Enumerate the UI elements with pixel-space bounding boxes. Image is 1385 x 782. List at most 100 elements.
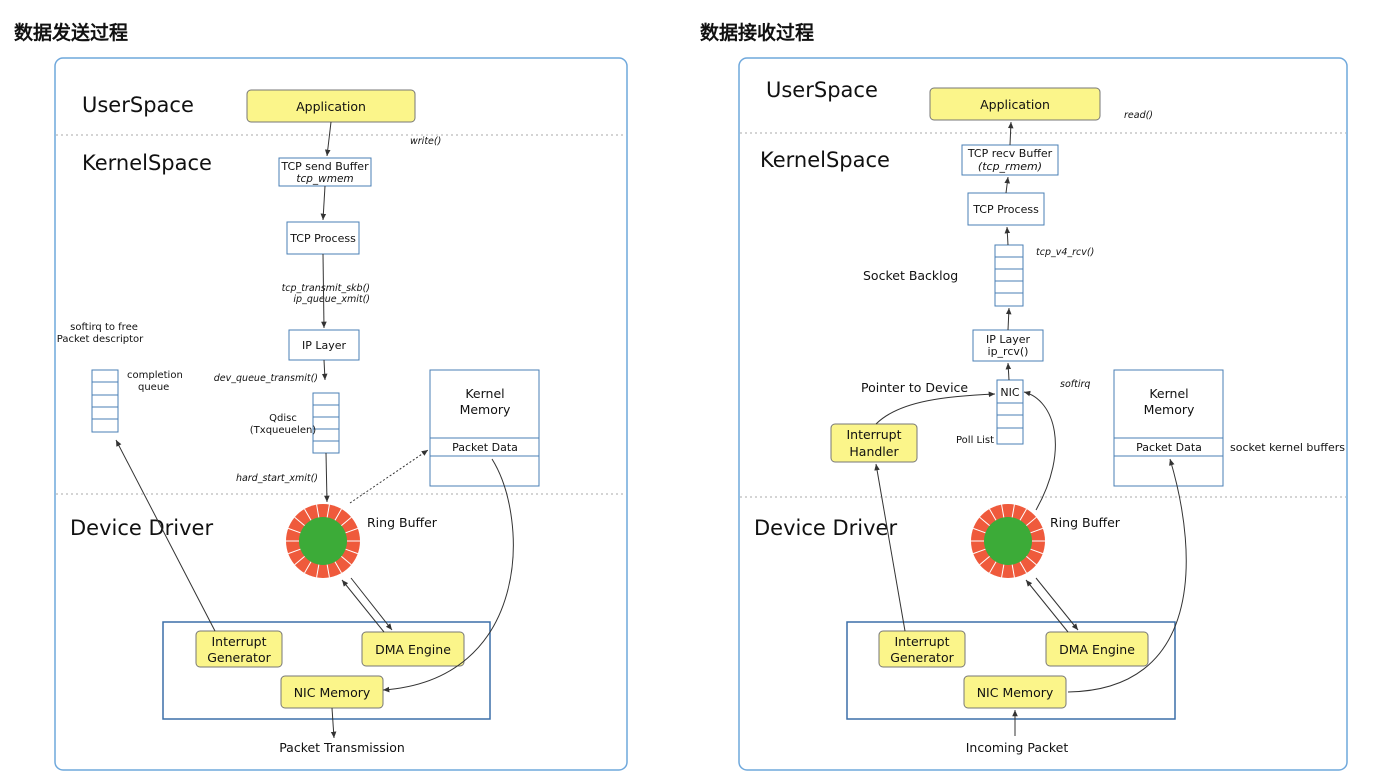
- recv-ring-buffer: [971, 504, 1045, 578]
- ring-slot-divider: [341, 556, 352, 566]
- recv-arrows: [874, 121, 1187, 736]
- recv-ip-layer-label: IP Layer: [986, 333, 1031, 346]
- send-packet-transmission-label: Packet Transmission: [279, 740, 405, 755]
- ring-slot-divider: [1026, 556, 1037, 566]
- ring-slot-divider: [334, 561, 342, 574]
- recv-frame: [738, 57, 1348, 771]
- send-hard-start-xmit: hard_start_xmit(): [236, 473, 318, 484]
- send-arrows: [115, 121, 514, 739]
- recv-poll-list-queue: [996, 379, 1024, 445]
- send-kernel-memory-box: [429, 369, 540, 487]
- send-qdisc-queue: [312, 392, 340, 454]
- send-completion-label: completion: [127, 370, 183, 381]
- recv-poll-list-label: Poll List: [956, 435, 994, 446]
- recv-nic-frame: [846, 621, 1176, 720]
- recv-read-call: read(): [1124, 110, 1153, 121]
- send-title: 数据发送过程: [14, 21, 128, 44]
- recv-kernel-memory-box: [1113, 369, 1224, 487]
- send-dma-engine-label: DMA Engine: [375, 642, 451, 657]
- ring-slot-divider: [1011, 504, 1015, 518]
- send-completion-queue: [91, 369, 119, 433]
- send-frame: [54, 57, 628, 771]
- ring-slot-divider: [345, 527, 358, 534]
- send-packet-descriptor: Packet descriptor: [57, 334, 144, 345]
- recv-nic-label: NIC: [1000, 386, 1019, 399]
- send-nic-frame: [162, 621, 491, 720]
- recv-dma-engine-box: [1045, 631, 1149, 667]
- recv-packet-data-label: Packet Data: [1136, 441, 1202, 454]
- send-kernel-memory-sub: Memory: [460, 402, 511, 417]
- send-ring-buffer-label: Ring Buffer: [367, 515, 438, 530]
- send-tcp-process-label: TCP Process: [289, 232, 356, 245]
- send-tcp-call-2: ip_queue_xmit(): [293, 294, 370, 305]
- recv-kernel-memory-label: Kernel: [1149, 386, 1188, 401]
- send-tcp-process-box: [286, 221, 360, 255]
- recv-dma-engine-label: DMA Engine: [1059, 642, 1135, 657]
- ring-slot-divider: [979, 516, 990, 526]
- recv-panel: UserSpace KernelSpace Device Driver Appl…: [738, 57, 1348, 771]
- recv-tcp-v4-rcv: tcp_v4_rcv(): [1036, 247, 1094, 258]
- send-tcp-buffer-label: TCP send Buffer: [280, 160, 369, 173]
- send-kernelspace-label: KernelSpace: [82, 151, 212, 175]
- ring-slot-divider: [316, 564, 320, 578]
- recv-device-driver-label: Device Driver: [754, 516, 897, 540]
- recv-incoming-packet-label: Incoming Packet: [966, 740, 1069, 755]
- ring-slot-divider: [304, 561, 312, 574]
- ring-slot-divider: [341, 516, 352, 526]
- send-nic-memory-label: NIC Memory: [294, 685, 371, 700]
- ring-slot-divider: [345, 548, 358, 555]
- recv-socket-backlog-label: Socket Backlog: [863, 268, 958, 283]
- recv-tcp-buffer-label: TCP recv Buffer: [967, 147, 1053, 160]
- send-queue-label: queue: [138, 382, 169, 393]
- recv-tcp-buffer-sub: (tcp_rmem): [978, 160, 1042, 173]
- send-tcp-buffer-box: [278, 157, 372, 187]
- ring-slot-divider: [1030, 548, 1043, 555]
- ring-slot-divider: [979, 556, 990, 566]
- recv-interrupt-handler-box: [830, 423, 918, 463]
- send-ip-layer-box: [288, 329, 360, 361]
- send-kernel-memory-label: Kernel: [465, 386, 504, 401]
- recv-pointer-to-device-label: Pointer to Device: [861, 380, 968, 395]
- ring-slot-divider: [973, 527, 986, 534]
- ring-slot-divider: [326, 564, 330, 578]
- ring-slot-divider: [1019, 508, 1027, 521]
- send-interrupt-generator-box: [195, 630, 283, 668]
- ring-slot-divider: [288, 527, 301, 534]
- recv-interrupt-generator-box: [878, 630, 966, 668]
- ring-slot-divider: [1019, 561, 1027, 574]
- send-dma-engine-box: [361, 631, 465, 667]
- send-ip-layer-label: IP Layer: [302, 339, 347, 352]
- ring-slot-divider: [294, 556, 305, 566]
- ring-slot-divider: [973, 548, 986, 555]
- send-qdisc-label: Qdisc: [269, 413, 297, 424]
- recv-interrupt-handler-sub: Handler: [849, 444, 899, 459]
- send-write-call: write(): [410, 136, 441, 147]
- recv-socket-backlog-queue: [994, 244, 1024, 307]
- recv-softirq-label: softirq: [1060, 379, 1090, 390]
- send-dev-queue-transmit: dev_queue_transmit(): [214, 373, 318, 384]
- ring-slot-divider: [1001, 504, 1005, 518]
- recv-nic-memory-label: NIC Memory: [977, 685, 1054, 700]
- ring-slot-divider: [334, 508, 342, 521]
- ring-slot-divider: [1026, 516, 1037, 526]
- send-tcp-buffer-sub: tcp_wmem: [296, 173, 353, 185]
- ring-slot-divider: [1030, 527, 1043, 534]
- send-ring-ticks: [286, 504, 360, 578]
- recv-tcp-buffer-box: [961, 144, 1059, 176]
- send-packet-data-label: Packet Data: [452, 441, 518, 454]
- recv-kernelspace-label: KernelSpace: [760, 148, 890, 172]
- recv-socket-kernel-buffers-label: socket kernel buffers: [1230, 441, 1345, 454]
- send-application-label: Application: [296, 99, 366, 114]
- send-userspace-label: UserSpace: [82, 93, 194, 117]
- send-softirq-free: softirq to free: [70, 322, 138, 333]
- recv-title: 数据接收过程: [700, 21, 814, 44]
- recv-ring-buffer-label: Ring Buffer: [1050, 515, 1121, 530]
- recv-ip-layer-box: [972, 329, 1044, 362]
- send-qdisc-sub: (Txqueuelen): [250, 425, 317, 436]
- send-ring-buffer: [286, 504, 360, 578]
- ring-slot-divider: [989, 561, 997, 574]
- send-interrupt-generator-label: Interrupt: [211, 634, 266, 649]
- ring-slot-divider: [326, 504, 330, 518]
- ring-slot-divider: [1011, 564, 1015, 578]
